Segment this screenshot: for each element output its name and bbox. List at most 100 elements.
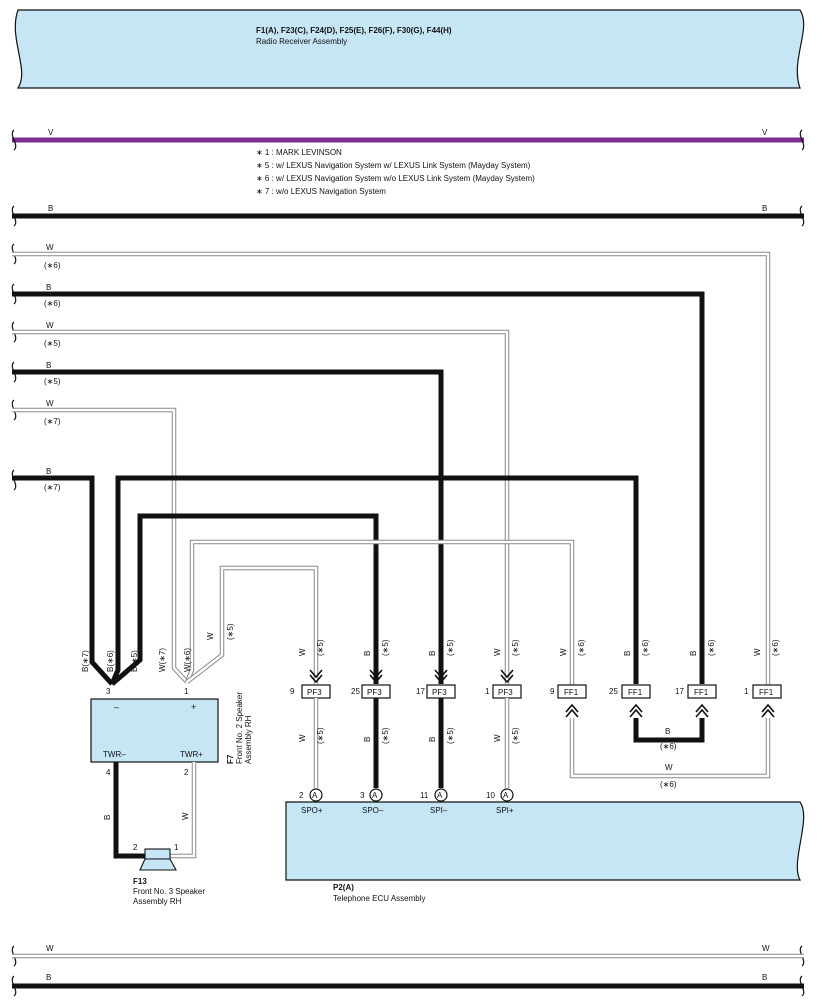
ff1-w-loop-color: W (665, 763, 673, 772)
ecu-t2-connector: A (372, 791, 378, 800)
wire-b-7-f7 (12, 475, 114, 686)
wire-w-7-note: (∗7) (44, 417, 61, 426)
f7-pin-out-plus: 2 (184, 768, 189, 777)
f7-code: F7 (226, 754, 235, 764)
speaker-f7-block: 3 1 – + TWR– TWR+ 4 2 F7 Front No. 2 Spe… (90, 687, 253, 777)
wire-b-5-color: B (46, 361, 51, 370)
wire-f7-f13-b (113, 762, 145, 859)
f13-code: F13 (133, 877, 147, 886)
pf3-25-connector: PF3 (367, 688, 382, 697)
ecu-t4-label: SPI+ (496, 806, 514, 815)
f7-wire-label-b6: B(∗6) (106, 650, 115, 672)
pf3-17-pin: 17 (416, 687, 425, 696)
ecu-t4-pin: 10 (486, 791, 495, 800)
ecu-name: Telephone ECU Assembly (333, 894, 426, 903)
pf3-9-color: W (298, 648, 307, 656)
f7-pin-out-minus: 4 (106, 768, 111, 777)
ff1-9-pin: 9 (550, 687, 555, 696)
note-1: ∗ 1 : MARK LEVINSON (256, 148, 342, 157)
ff1-1-note: (∗6) (771, 639, 780, 656)
wire-b-7-color: B (46, 467, 51, 476)
pf3-25-pin: 25 (351, 687, 360, 696)
bottom-line-white-color-right: W (762, 944, 770, 953)
ff1-b-loop-note: (∗6) (660, 742, 677, 751)
wire-w-7-color: W (46, 399, 54, 408)
bottom-line-white-color: W (46, 944, 54, 953)
pf3-9-pin: 9 (290, 687, 295, 696)
break-marks-left (11, 129, 17, 997)
pf3-17-connector: PF3 (432, 688, 447, 697)
ff1-1-color: W (753, 648, 762, 656)
f7-pin-plus: 1 (184, 687, 189, 696)
pf3-1-note: (∗5) (511, 639, 520, 656)
f7-name-line-1: Front No. 2 Speaker (235, 692, 244, 764)
ff1-25-note: (∗6) (641, 639, 650, 656)
bus-line-violet-color: V (48, 128, 54, 137)
ff1-w-loop (569, 718, 771, 779)
junction-upper-labels: W (∗5) B (∗5) B (∗5) W (∗5) W (∗6) B (∗6… (298, 639, 780, 656)
wire-w-5-color: W (46, 321, 54, 330)
pf3-9-lower-note: (∗5) (316, 727, 325, 744)
f7-wire-label-w6: W(∗6) (183, 648, 192, 672)
wire-w-6-note: (∗6) (44, 261, 61, 270)
ff1-17-pin: 17 (675, 687, 684, 696)
pf3-17-lower-color: B (428, 737, 437, 742)
pf3-1-lower-color: W (493, 734, 502, 742)
wire-w-5-f7-pf3-9 (185, 565, 319, 684)
f7-out-wire-minus: B (103, 815, 112, 820)
pf3-17-lower-note: (∗5) (446, 727, 455, 744)
ff1-w-loop-note: (∗6) (660, 780, 677, 789)
pf3-1-pin: 1 (485, 687, 490, 696)
ff1-b-loop (633, 718, 705, 743)
pf3-9-note: (∗5) (316, 639, 325, 656)
f7-sign-plus: + (191, 702, 196, 712)
f13-name-line-2: Assembly RH (133, 897, 182, 906)
ff1-17-color: B (689, 651, 698, 656)
pf3-1-color: W (493, 648, 502, 656)
f13-pin-plus: 1 (174, 843, 179, 852)
ecu-t1-label: SPO+ (301, 806, 323, 815)
wire-w-5-note: (∗5) (44, 339, 61, 348)
f7-wire-label-w: W (206, 632, 215, 640)
bus-line-violet-color-right: V (762, 128, 768, 137)
junction-lower-labels: W (∗5) B (∗5) B (∗5) W (∗5) (298, 727, 520, 744)
wire-f7-f13-w (170, 762, 197, 859)
wire-b-7-note: (∗7) (44, 483, 61, 492)
bottom-line-black-color-right: B (762, 973, 767, 982)
f7-sign-minus: – (114, 702, 119, 712)
ff1-1-connector: FF1 (759, 688, 774, 697)
wire-b-5-note: (∗5) (44, 377, 61, 386)
wire-w-6-color: W (46, 243, 54, 252)
wire-w-6-ff1-1 (12, 251, 771, 690)
wire-b-6-f7-ff1-25 (109, 475, 639, 685)
ecu-t2-pin: 3 (360, 791, 365, 800)
telephone-ecu-block: A A A A 2 3 11 10 SPO+ SPO– SPI– SPI+ P2… (285, 788, 805, 903)
ecu-code: P2(A) (333, 883, 354, 892)
pf3-25-note: (∗5) (381, 639, 390, 656)
pf3-25-color: B (363, 651, 372, 656)
wire-b-5-pf3-17 (12, 369, 444, 684)
f7-wire-label-b7: B(∗7) (81, 650, 90, 672)
wire-b-6-color: B (46, 283, 51, 292)
ff1-1-pin: 1 (744, 687, 749, 696)
f7-wire-label-w7: W(∗7) (158, 648, 167, 672)
wire-w-5-pf3-1 (12, 329, 510, 684)
ff1-arrows (565, 703, 775, 718)
ecu-t3-label: SPI– (430, 806, 448, 815)
radio-receiver-name: Radio Receiver Assembly (256, 37, 347, 46)
pf3-1-lower-note: (∗5) (511, 727, 520, 744)
bottom-line-black-color: B (46, 973, 51, 982)
pf3-17-color: B (428, 651, 437, 656)
f7-wire-labels: B(∗7) B(∗6) B(∗5) W(∗7) W(∗6) W (∗5) (81, 623, 235, 672)
ecu-t3-pin: 11 (420, 791, 429, 800)
ecu-t1-pin: 2 (299, 791, 304, 800)
note-6: ∗ 6 : w/ LEXUS Navigation System w/o LEX… (256, 174, 535, 183)
ecu-t1-connector: A (312, 791, 318, 800)
pf3-arrows (309, 669, 514, 684)
f7-pin-minus: 3 (106, 687, 111, 696)
note-7: ∗ 7 : w/o LEXUS Navigation System (256, 187, 386, 196)
f7-wire-label-b5: B(∗5) (130, 650, 139, 672)
pf3-25-lower-note: (∗5) (381, 727, 390, 744)
wire-w-6-f7-ff1-9 (184, 539, 575, 690)
